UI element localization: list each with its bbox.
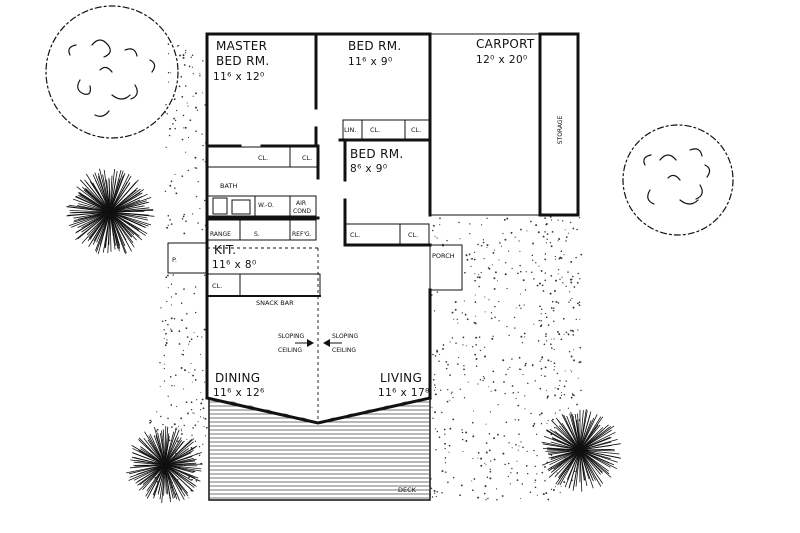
carport-size: 12⁰ x 20⁰: [476, 54, 528, 66]
ground-stipple: [149, 43, 583, 501]
linen-label: LIN.: [344, 126, 356, 134]
refrigerator-label: REF'G.: [292, 231, 312, 238]
snack-bar-label: SNACK BAR: [256, 299, 294, 307]
master-bedroom-label-line1: MASTER: [216, 39, 267, 53]
porch: [429, 244, 463, 291]
sloping-arrows: [295, 339, 342, 347]
bath-label: BATH: [220, 182, 237, 190]
closet-label: CL.: [212, 282, 222, 290]
shrub-bottom-right: [541, 409, 621, 492]
patio: [167, 242, 209, 274]
deck: [208, 396, 431, 501]
bedroom2-label: BED RM.: [348, 39, 401, 53]
air-cond-label-line2: COND: [293, 208, 311, 215]
air-cond-label-line1: AIR: [296, 200, 306, 207]
exterior-walls: [205, 32, 432, 425]
porch-label: PORCH: [432, 252, 455, 260]
closet-label: CL.: [258, 154, 268, 162]
range-label: RANGE: [210, 231, 231, 238]
tree-top-left: [45, 5, 179, 139]
bedroom3-size: 8⁶ x 9⁰: [350, 163, 387, 175]
closet-label: CL.: [370, 126, 380, 134]
closet-label: CL.: [408, 231, 418, 239]
carport: [430, 32, 580, 217]
walk-out-label: W.-O.: [258, 202, 274, 209]
living-label: LIVING: [380, 371, 422, 385]
fixtures: [206, 119, 430, 420]
shrub-left: [66, 168, 155, 255]
master-bedroom-size: 11⁶ x 12⁰: [213, 71, 265, 83]
carport-label: CARPORT: [476, 37, 535, 51]
closet-label: CL.: [350, 231, 360, 239]
kitchen-size: 11⁶ x 8⁰: [212, 259, 257, 271]
bedroom3-label: BED RM.: [350, 147, 403, 161]
sloping-ceiling-label-line1: SLOPING: [278, 333, 305, 340]
bedroom2-size: 11⁶ x 9⁰: [348, 56, 393, 68]
closet-label: CL.: [411, 126, 421, 134]
living-size: 11⁶ x 17⁸: [378, 387, 430, 399]
dining-size: 11⁶ x 12⁶: [213, 387, 265, 399]
tree-right: [622, 124, 734, 236]
sink-label: S.: [254, 231, 260, 238]
shrub-bottom-left: [126, 426, 203, 504]
sloping-ceiling-label-line2: CEILING: [278, 347, 302, 354]
sloping-ceiling-label-line2: CEILING: [332, 347, 356, 354]
deck-label: DECK: [398, 486, 417, 494]
closet-label: CL.: [302, 154, 312, 162]
master-bedroom-label-line2: BED RM.: [216, 54, 269, 68]
sloping-ceiling-label-line1: SLOPING: [332, 333, 359, 340]
patio-label: P.: [172, 256, 177, 264]
storage-label: STORAGE: [557, 116, 564, 145]
kitchen-label: KIT.: [214, 243, 236, 257]
dining-label: DINING: [215, 371, 260, 385]
